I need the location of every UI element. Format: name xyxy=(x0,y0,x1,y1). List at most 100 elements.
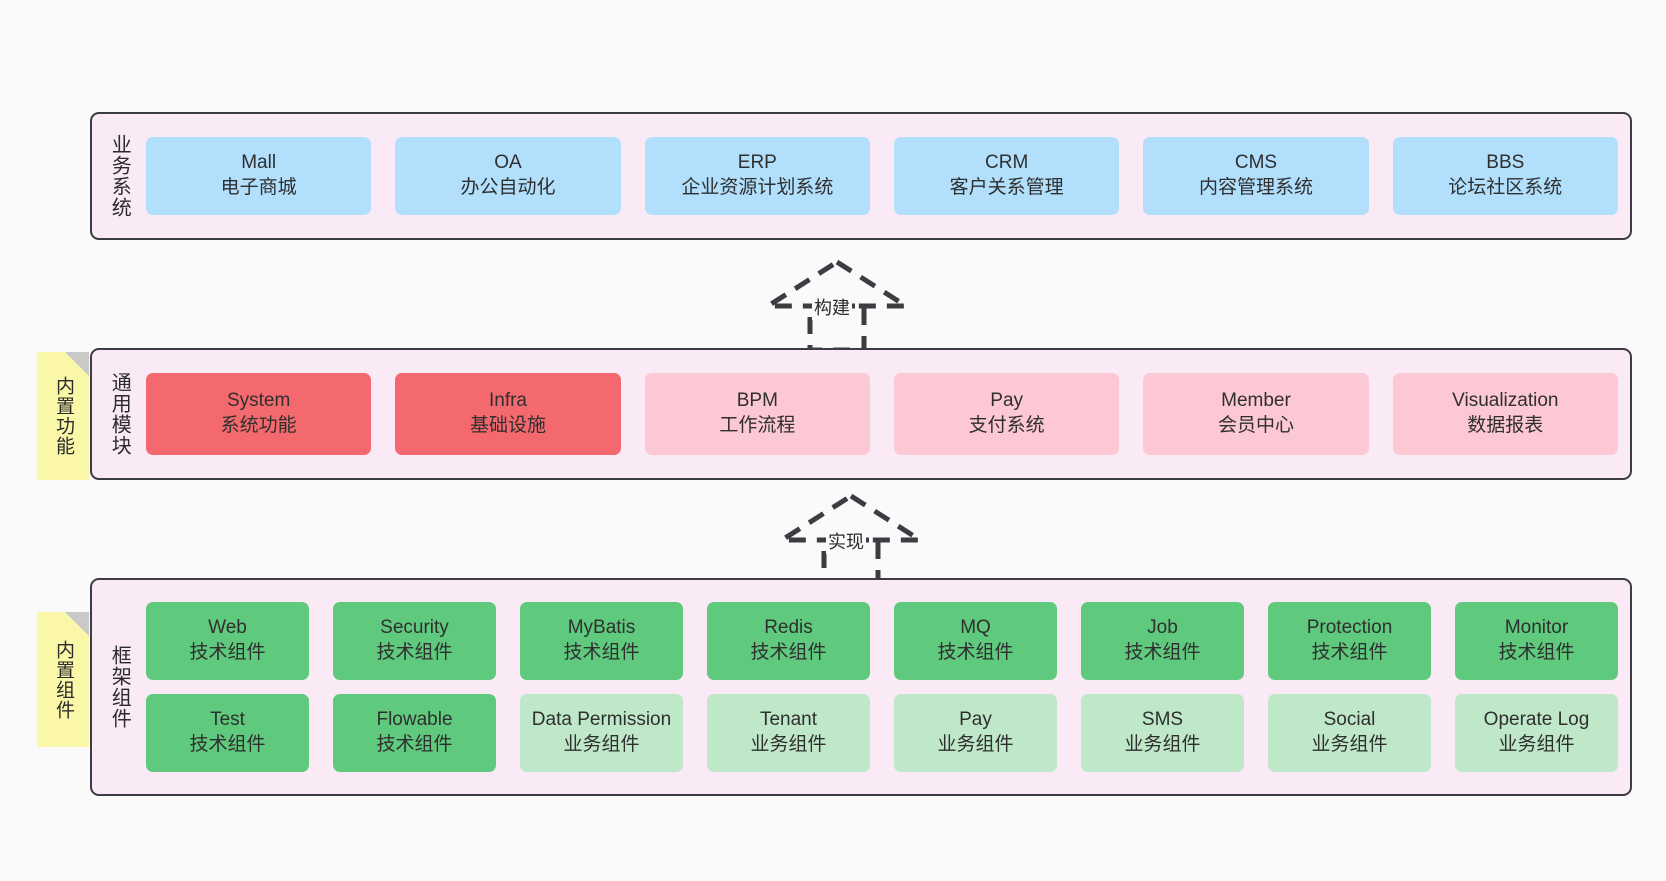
card-row-business: Test 技术组件 Flowable 技术组件 Data Permission … xyxy=(146,694,1618,772)
card-cms[interactable]: CMS 内容管理系统 xyxy=(1143,137,1369,215)
card-subtitle: 业务组件 xyxy=(1124,734,1201,755)
card-row-tech: Web 技术组件 Security 技术组件 MyBatis 技术组件 Redi… xyxy=(146,602,1618,680)
card-subtitle: 数据报表 xyxy=(1467,415,1544,436)
card-pay[interactable]: Pay 支付系统 xyxy=(893,373,1120,455)
arrow-realize: 实现 xyxy=(773,492,929,587)
card-subtitle: 会员中心 xyxy=(1217,415,1294,436)
card-subtitle: 技术组件 xyxy=(563,642,640,663)
card-subtitle: 技术组件 xyxy=(189,642,266,663)
card-title: CMS xyxy=(1234,152,1278,174)
card-subtitle: 技术组件 xyxy=(750,642,827,663)
note-builtin-function: 内置功能 xyxy=(37,352,89,480)
arrow-build: 构建 xyxy=(759,258,915,353)
layer-business-system: 业务系统 Mall 电子商城 OA 办公自动化 ERP 企业资源计划系统 CRM… xyxy=(90,112,1632,240)
card-subtitle: 技术组件 xyxy=(376,734,453,755)
card-job[interactable]: Job 技术组件 xyxy=(1081,602,1244,680)
card-security[interactable]: Security 技术组件 xyxy=(333,602,496,680)
card-title: CRM xyxy=(985,152,1029,174)
card-bpm[interactable]: BPM 工作流程 xyxy=(644,373,870,455)
card-row: Mall 电子商城 OA 办公自动化 ERP 企业资源计划系统 CRM 客户关系… xyxy=(146,137,1618,215)
layer-common-modules: 通用模块 System 系统功能 Infra 基础设施 BPM 工作流程 Pay… xyxy=(90,348,1632,480)
card-system[interactable]: System 系统功能 xyxy=(146,373,372,455)
card-redis[interactable]: Redis 技术组件 xyxy=(707,602,870,680)
card-subtitle: 业务组件 xyxy=(937,734,1014,755)
card-mall[interactable]: Mall 电子商城 xyxy=(146,137,372,215)
note-builtin-component: 内置组件 xyxy=(37,612,89,747)
card-subtitle: 论坛社区系统 xyxy=(1448,177,1563,198)
card-title: SMS xyxy=(1141,709,1184,731)
card-subtitle: 业务组件 xyxy=(1498,734,1575,755)
card-subtitle: 技术组件 xyxy=(376,642,453,663)
card-title: Pay xyxy=(990,390,1024,412)
card-title: MyBatis xyxy=(567,617,636,639)
card-subtitle: 客户关系管理 xyxy=(949,177,1064,198)
card-title: System xyxy=(226,390,291,412)
card-title: MQ xyxy=(960,617,991,639)
card-title: OA xyxy=(494,152,522,174)
card-title: Job xyxy=(1147,617,1178,639)
card-subtitle: 技术组件 xyxy=(189,734,266,755)
card-title: Tenant xyxy=(759,709,818,731)
card-sms[interactable]: SMS 业务组件 xyxy=(1081,694,1244,772)
card-title: Test xyxy=(210,709,245,731)
card-pay-component[interactable]: Pay 业务组件 xyxy=(894,694,1057,772)
layer-framework-components: 框架组件 Web 技术组件 Security 技术组件 MyBatis 技术组件… xyxy=(90,578,1632,796)
layer-title-business-system: 业务系统 xyxy=(108,134,131,218)
card-subtitle: 技术组件 xyxy=(1498,642,1575,663)
card-subtitle: 办公自动化 xyxy=(460,177,556,198)
card-title: Security xyxy=(380,617,449,639)
card-title: Protection xyxy=(1306,617,1393,639)
card-subtitle: 支付系统 xyxy=(968,415,1045,436)
card-title: Web xyxy=(208,617,247,639)
card-oa[interactable]: OA 办公自动化 xyxy=(395,137,621,215)
card-social[interactable]: Social 业务组件 xyxy=(1268,694,1431,772)
card-erp[interactable]: ERP 企业资源计划系统 xyxy=(644,137,870,215)
card-monitor[interactable]: Monitor 技术组件 xyxy=(1455,602,1618,680)
card-mq[interactable]: MQ 技术组件 xyxy=(894,602,1057,680)
card-subtitle: 技术组件 xyxy=(1124,642,1201,663)
layer-title-framework-components: 框架组件 xyxy=(108,645,131,729)
card-subtitle: 业务组件 xyxy=(1311,734,1388,755)
card-protection[interactable]: Protection 技术组件 xyxy=(1268,602,1431,680)
card-subtitle: 业务组件 xyxy=(563,734,640,755)
layer-body-framework-components: Web 技术组件 Security 技术组件 MyBatis 技术组件 Redi… xyxy=(138,590,1618,784)
card-infra[interactable]: Infra 基础设施 xyxy=(395,373,621,455)
card-operate-log[interactable]: Operate Log 业务组件 xyxy=(1455,694,1618,772)
card-title: Mall xyxy=(241,152,277,174)
card-title: Operate Log xyxy=(1483,709,1590,731)
card-subtitle: 内容管理系统 xyxy=(1198,177,1313,198)
card-title: Monitor xyxy=(1504,617,1569,639)
card-title: Social xyxy=(1323,709,1376,731)
card-title: BBS xyxy=(1486,152,1525,174)
arrow-build-label: 构建 xyxy=(812,294,852,320)
card-subtitle: 系统功能 xyxy=(220,415,297,436)
card-subtitle: 电子商城 xyxy=(220,177,297,198)
card-title: Redis xyxy=(764,617,813,639)
card-title: ERP xyxy=(737,152,777,174)
card-data-permission[interactable]: Data Permission 业务组件 xyxy=(520,694,683,772)
card-title: Data Permission xyxy=(531,709,672,731)
card-subtitle: 基础设施 xyxy=(469,415,546,436)
card-subtitle: 工作流程 xyxy=(719,415,796,436)
layer-body-business-system: Mall 电子商城 OA 办公自动化 ERP 企业资源计划系统 CRM 客户关系… xyxy=(138,124,1618,228)
card-bbs[interactable]: BBS 论坛社区系统 xyxy=(1392,137,1618,215)
card-title: Pay xyxy=(959,709,992,731)
card-title: BPM xyxy=(736,390,778,412)
card-subtitle: 业务组件 xyxy=(750,734,827,755)
layer-title-common-modules: 通用模块 xyxy=(108,372,131,456)
card-title: Flowable xyxy=(376,709,453,731)
card-web[interactable]: Web 技术组件 xyxy=(146,602,309,680)
card-crm[interactable]: CRM 客户关系管理 xyxy=(893,137,1120,215)
card-mybatis[interactable]: MyBatis 技术组件 xyxy=(520,602,683,680)
card-title: Infra xyxy=(488,390,527,412)
card-flowable[interactable]: Flowable 技术组件 xyxy=(333,694,496,772)
card-tenant[interactable]: Tenant 业务组件 xyxy=(707,694,870,772)
card-visualization[interactable]: Visualization 数据报表 xyxy=(1392,373,1618,455)
card-subtitle: 企业资源计划系统 xyxy=(681,177,834,198)
card-test[interactable]: Test 技术组件 xyxy=(146,694,309,772)
card-title: Member xyxy=(1221,390,1291,412)
card-row: System 系统功能 Infra 基础设施 BPM 工作流程 Pay 支付系统… xyxy=(146,373,1618,455)
card-member[interactable]: Member 会员中心 xyxy=(1143,373,1369,455)
card-subtitle: 技术组件 xyxy=(937,642,1014,663)
card-title: Visualization xyxy=(1452,390,1559,412)
